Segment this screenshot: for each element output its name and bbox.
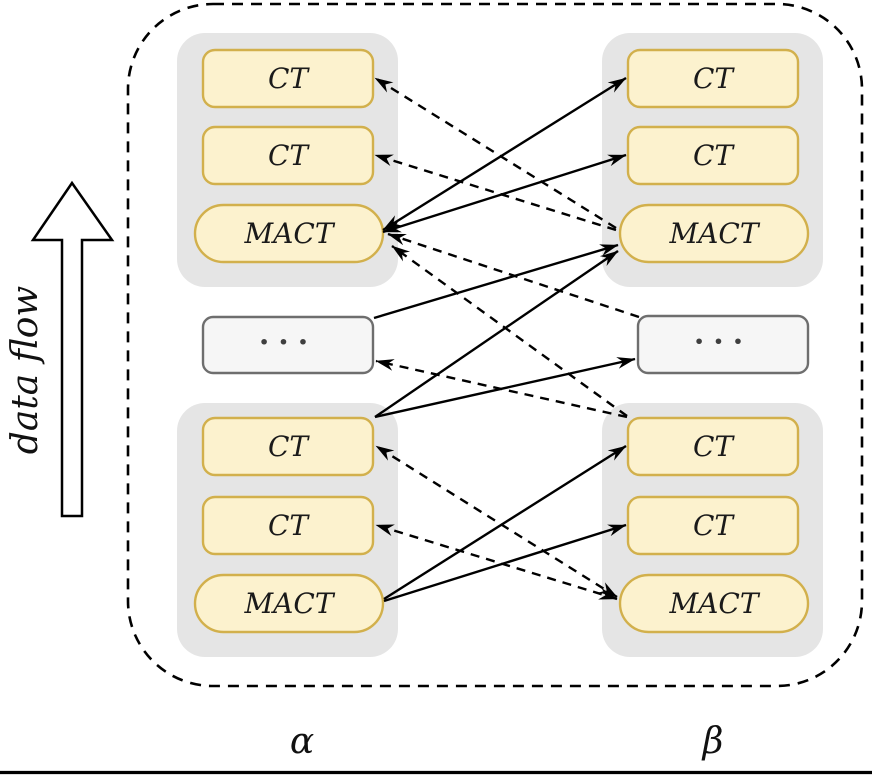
outer-dashed-border	[126, 2, 864, 688]
edge-alpha-bottom-ct1-to-beta-top-mact	[374, 250, 619, 418]
box-beta-dots-label: ···	[694, 325, 752, 360]
box-alpha-bottom-ct2	[201, 495, 375, 556]
box-alpha-dots	[201, 315, 375, 375]
diagram-content: CT CT MACT ··· CT CT MACT CT CT MACT ··· CT CT MACT	[177, 33, 823, 657]
edge-beta-bottom-mact-to-alpha-bottom-ct2	[375, 523, 618, 601]
box-beta-bottom-ct1	[626, 416, 800, 477]
edge-alpha-bottom-ct1-to-beta-dots	[374, 357, 636, 419]
box-beta-top-ct1	[626, 48, 800, 109]
beta-label: β	[701, 721, 724, 762]
box-beta-top-mact	[618, 203, 810, 264]
box-beta-bottom-mact	[618, 573, 810, 634]
edge-beta-top-mact-to-alpha-top-ct2	[374, 153, 617, 232]
box-alpha-top-ct2	[201, 125, 375, 186]
alpha-label: α	[290, 721, 314, 762]
edge-alpha-bottom-mact-to-beta-bottom-ct1	[383, 444, 627, 601]
edge-beta-bottom-ct1-to-alpha-dots	[375, 359, 628, 419]
box-alpha-top-ct2-label: CT	[268, 139, 310, 172]
box-alpha-bottom-ct1-label: CT	[268, 430, 310, 463]
box-alpha-bottom-ct2-label: CT	[268, 509, 310, 542]
edge-beta-top-mact-to-alpha-top-ct1	[374, 76, 617, 230]
box-beta-top-ct1-label: CT	[693, 62, 735, 95]
box-beta-dots	[636, 314, 810, 375]
edge-beta-bottom-ct1-to-alpha-top-mact	[391, 245, 628, 417]
box-alpha-top-mact-label: MACT	[244, 217, 336, 250]
box-beta-bottom-ct2	[626, 495, 800, 556]
box-alpha-bottom-ct1	[201, 416, 375, 477]
edge-alpha-dots-to-beta-top-mact	[373, 243, 619, 320]
box-alpha-top-mact	[193, 203, 385, 264]
box-alpha-dots-label: ···	[259, 325, 317, 360]
edge-alpha-top-mact-to-beta-top-ct2	[382, 153, 627, 234]
edge-beta-dots-to-alpha-top-mact	[387, 232, 640, 319]
data-flow-label: data flow	[5, 286, 46, 455]
edge-beta-bottom-mact-to-alpha-bottom-ct1	[375, 444, 618, 599]
edge-alpha-top-mact-to-beta-top-ct1	[382, 76, 627, 232]
box-alpha-bottom-mact	[193, 573, 385, 634]
box-beta-top-ct2	[626, 125, 800, 186]
box-beta-bottom-ct1-label: CT	[693, 430, 735, 463]
edge-alpha-bottom-mact-to-beta-bottom-ct2	[383, 523, 627, 603]
box-alpha-bottom-mact-label: MACT	[244, 587, 336, 620]
box-beta-top-mact-label: MACT	[669, 217, 761, 250]
data-flow-arrow	[30, 180, 115, 518]
box-beta-bottom-mact-label: MACT	[669, 587, 761, 620]
box-alpha-top-ct1-label: CT	[268, 62, 310, 95]
box-beta-top-ct2-label: CT	[693, 139, 735, 172]
box-beta-bottom-ct2-label: CT	[693, 509, 735, 542]
box-alpha-top-ct1	[201, 48, 375, 109]
